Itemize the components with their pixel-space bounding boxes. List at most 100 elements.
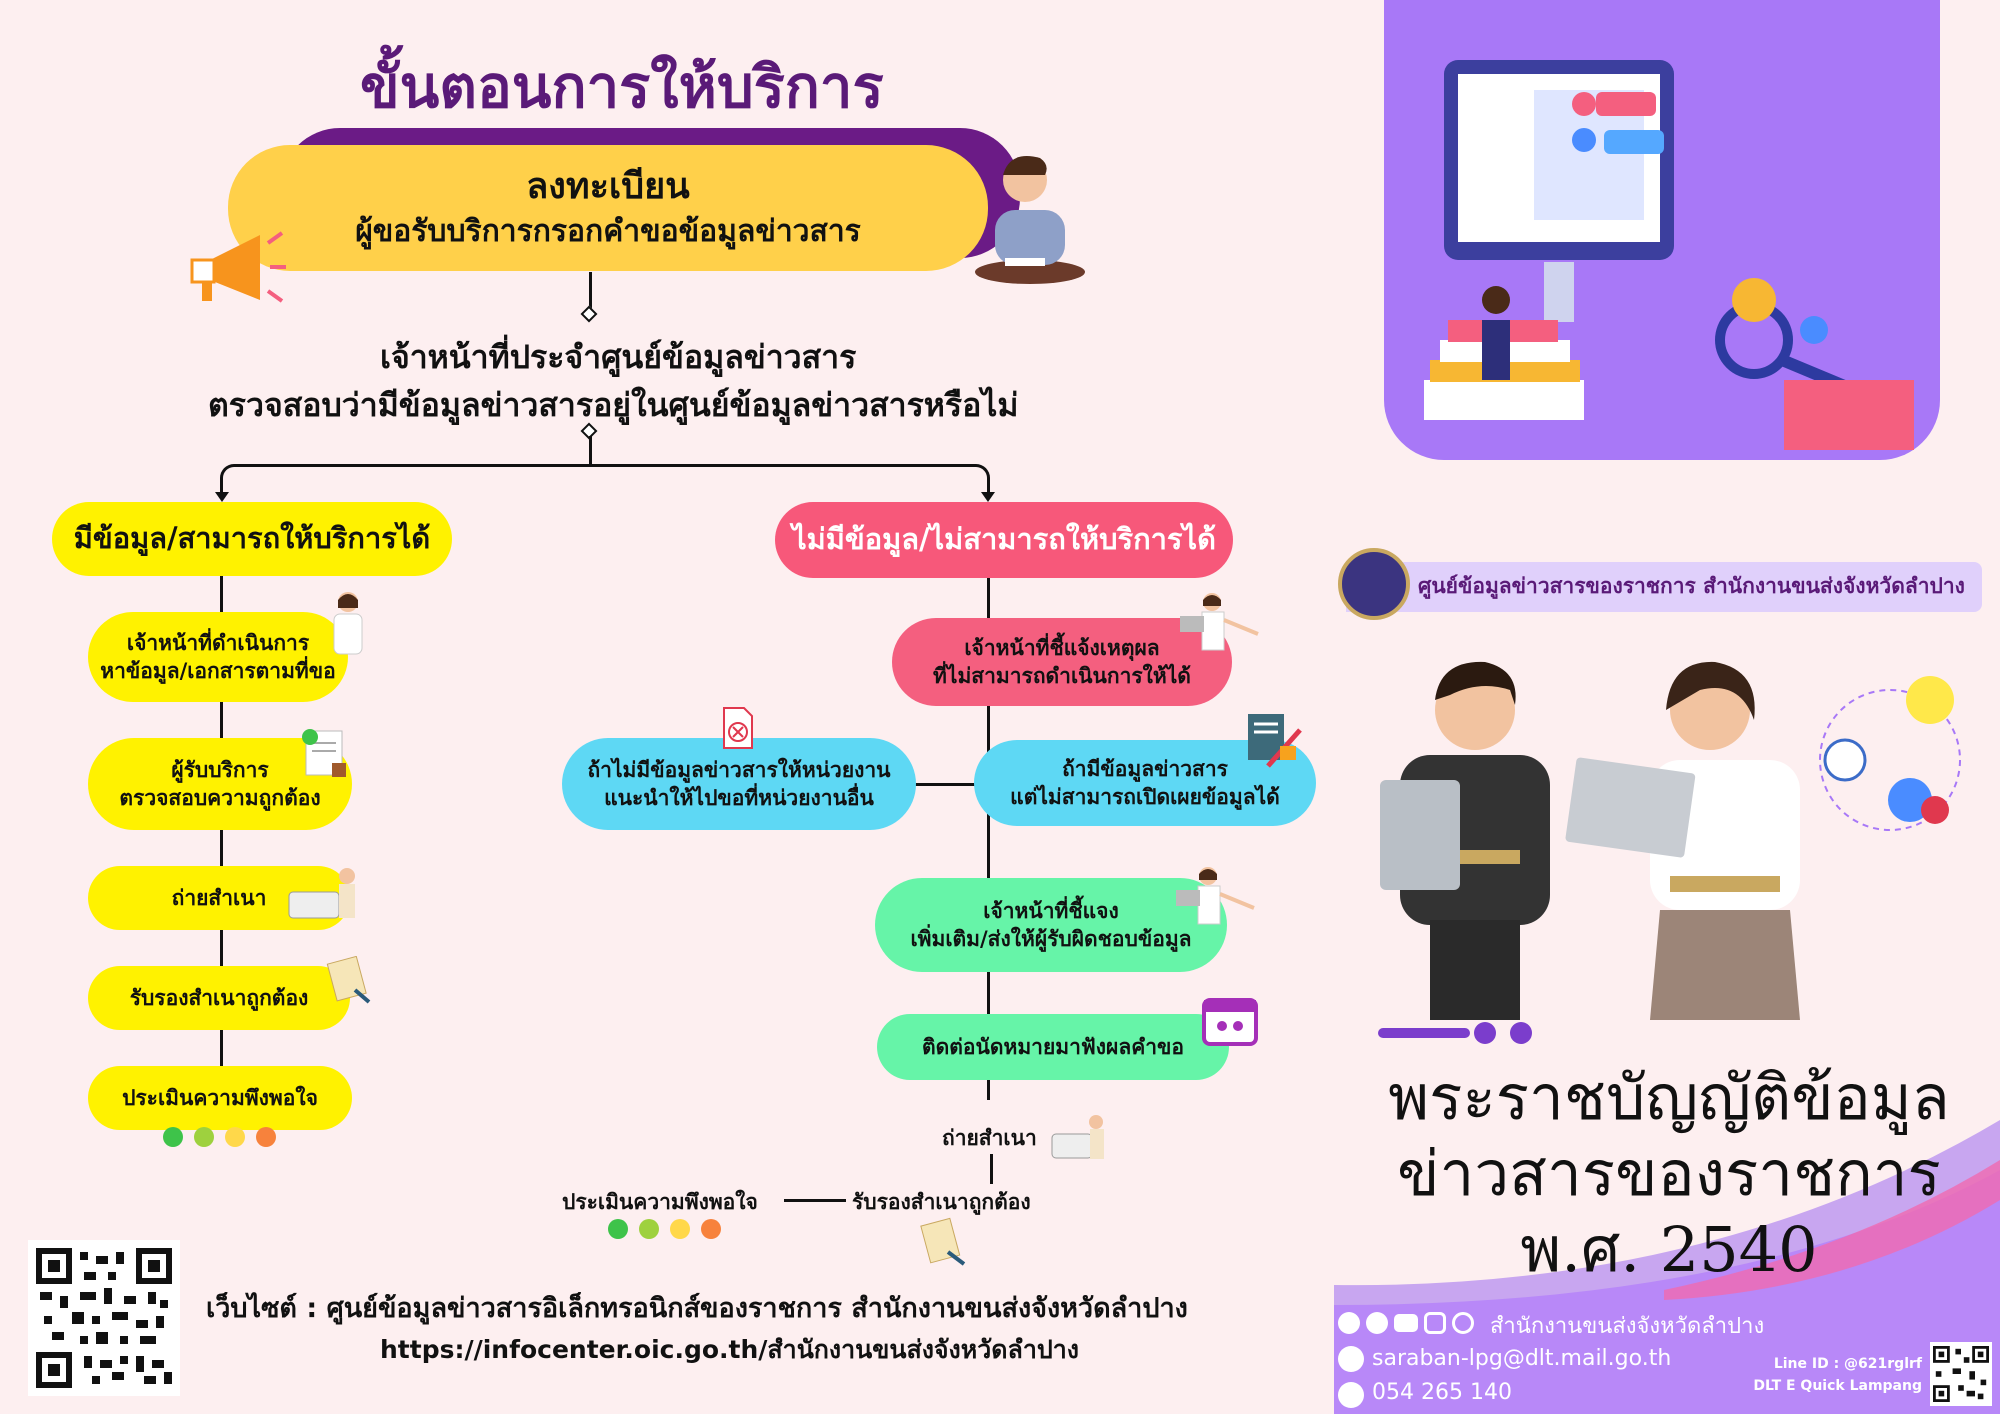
smiley-neutral-icon [225,1127,245,1147]
top-illustration-panel [1384,0,1940,460]
evaluate-certify-connector [784,1199,846,1202]
staff-laptop-illustration-2 [1176,867,1255,925]
smiley-very-happy-icon-2 [608,1219,628,1239]
left-step-2-line-1: ผู้รับบริการ [171,757,269,782]
left-step-5: ประเมินความพึงพอใจ [88,1066,352,1130]
calendar-icon [1202,998,1258,1046]
appointment-box: ติดต่อนัดหมายมาฟังผลคำขอ [877,1014,1229,1080]
connector-line [589,272,592,312]
left-step-2-line-2: ตรวจสอบความถูกต้อง [119,786,321,810]
connector-diamond [580,305,598,323]
register-heading: ลงทะเบียน [526,166,690,208]
right-explain-line-2: ที่ไม่สามารถดำเนินการให้ได้ [933,664,1191,688]
act-title: พระราชบัญญัติข้อมูล ข่าวสารของราชการ พ.ศ… [1344,1060,1994,1288]
right-explain-box: เจ้าหน้าที่ชี้แจ้งเหตุผล ที่ไม่สามารถดำเ… [892,618,1232,706]
copier-illustration-2 [1051,1115,1104,1159]
register-subtext: ผู้ขอรับบริการกรอกคำขอข้อมูลข่าวสาร [355,214,861,250]
left-step-4: รับรองสำเนาถูกต้อง [88,966,350,1030]
qr-code[interactable] [28,1240,180,1396]
document-error-icon [723,707,753,749]
right-branch-header-text: ไม่มีข้อมูล/ไม่สามารถให้บริการได้ [792,522,1216,557]
cannot-disclose-line-2: แต่ไม่สามารถเปิดเผยข้อมูลได้ [1010,785,1280,809]
megaphone-icon [190,231,286,303]
act-title-line-1: พระราชบัญญัติข้อมูล [1388,1061,1950,1134]
no-info-box: ถ้าไม่มีข้อมูลข่าวสารให้หน่วยงาน แนะนำให… [562,738,916,830]
decor-dot [1474,1022,1496,1044]
left-step-5-line-1: ประเมินความพึงพอใจ [122,1085,318,1110]
right-explain-line-1: เจ้าหน้าที่ชี้แจ้งเหตุผล [964,635,1160,660]
left-step-1-line-2: หาข้อมูล/เอกสารตามที่ขอ [100,659,336,683]
check-line-2: ตรวจสอบว่ามีข้อมูลข่าวสารอยู่ในศูนย์ข้อม… [208,386,1019,424]
no-info-line-1: ถ้าไม่มีข้อมูลข่าวสารให้หน่วยงาน [587,757,891,782]
left-step-1-line-1: เจ้าหน้าที่ดำเนินการ [126,630,310,655]
copier-illustration [288,868,355,919]
split-bar [220,464,990,496]
contact-phone: 054 265 140 [1372,1380,1512,1405]
smiley-neutral-icon-2 [670,1219,690,1239]
youtube-icon[interactable] [1394,1314,1418,1332]
cannot-disclose-line-1: ถ้ามีข้อมูลข่าวสาร [1062,756,1228,781]
horizontal-branch-line [912,783,982,786]
right-vertical-line [987,578,990,1100]
line-qr-pattern [1933,1346,1989,1402]
left-step-1: เจ้าหน้าที่ดำเนินการ หาข้อมูล/เอกสารตามท… [88,612,348,702]
org-seal-icon [1338,548,1410,620]
decor-dot [1510,1022,1532,1044]
act-title-line-3: พ.ศ. 2540 [1520,1213,1818,1286]
line-qr-code[interactable] [1930,1342,1992,1406]
signing-document-icon [326,956,371,1004]
website-label: เว็บไซต์ : ศูนย์ข้อมูลข่าวสารอิเล็กทรอนิ… [206,1293,1188,1324]
signing-document-icon-2 [920,1217,966,1266]
locked-file-icon [1248,714,1302,768]
arrow-left [215,492,229,502]
line-id: Line ID : @621rglrf [1773,1356,1922,1372]
computer-data-illustration [1424,60,1914,450]
left-step-3-line-1: ถ่ายสำเนา [171,885,267,910]
check-line-1: เจ้าหน้าที่ประจำศูนย์ข้อมูลข่าวสาร [380,338,857,376]
website-url[interactable]: https://infocenter.oic.go.th/สำนักงานขนส… [380,1335,1079,1364]
right-evaluate-text: ประเมินความพึงพอใจ [562,1190,758,1214]
globe-icon[interactable] [1452,1312,1474,1334]
page-title: ขั้นตอนการให้บริการ [360,53,884,121]
right-copy-text: ถ่ายสำเนา [942,1126,1037,1150]
social-icons [1338,1312,1474,1334]
split-stem [589,436,592,466]
clarify-box: เจ้าหน้าที่ชี้แจง เพิ่มเติม/ส่งให้ผู้รับ… [875,878,1227,972]
arrow-right [981,492,995,502]
decor-bar [1378,1028,1470,1038]
staff-laptop-illustration [1180,593,1259,651]
phone-icon [1338,1382,1364,1408]
left-branch-header-text: มีข้อมูล/สามารถให้บริการได้ [73,521,431,556]
document-check-icon [302,729,346,777]
smiley-happy-icon-2 [639,1219,659,1239]
appointment-text: ติดต่อนัดหมายมาฟังผลคำขอ [921,1034,1185,1059]
clarify-line-2: เพิ่มเติม/ส่งให้ผู้รับผิดชอบข้อมูล [910,927,1192,951]
line-name: DLT E Quick Lampang [1753,1378,1922,1394]
right-certify-text: รับรองสำเนาถูกต้อง [852,1190,1031,1214]
right-copy-connector [990,1154,993,1184]
org-banner-text: ศูนย์ข้อมูลข่าวสารของราชการ สำนักงานขนส่… [1418,574,1965,598]
clarify-line-1: เจ้าหน้าที่ชี้แจง [983,898,1119,923]
no-info-line-2: แนะนำให้ไปขอที่หน่วยงานอื่น [604,786,874,810]
smiley-sad-icon-2 [701,1219,721,1239]
left-step-4-line-1: รับรองสำเนาถูกต้อง [129,985,309,1010]
staff-phone-illustration [333,592,363,655]
qr-code-pattern [36,1248,172,1388]
act-title-line-2: ข่าวสารของราชการ [1397,1137,1941,1210]
decor-wave [1334,1120,2000,1414]
instagram-icon[interactable] [1424,1312,1446,1334]
phone-icon-email [1338,1346,1364,1372]
smiley-happy-icon [194,1127,214,1147]
officers-illustration [1380,661,1961,1020]
register-banner: ลงทะเบียน ผู้ขอรับบริการกรอกคำขอข้อมูลข่… [228,145,988,271]
smiley-sad-icon [256,1127,276,1147]
social-text: สำนักงานขนส่งจังหวัดลำปาง [1490,1314,1765,1339]
facebook-icon[interactable] [1338,1312,1360,1334]
right-branch-header: ไม่มีข้อมูล/ไม่สามารถให้บริการได้ [775,502,1233,578]
contact-email[interactable]: saraban-lpg@dlt.mail.go.th [1372,1346,1672,1371]
smiley-very-happy-icon [163,1127,183,1147]
org-banner [1346,562,1982,612]
left-branch-header: มีข้อมูล/สามารถให้บริการได้ [52,502,452,576]
person-writing-illustration [975,156,1085,284]
tiktok-icon[interactable] [1366,1312,1388,1334]
